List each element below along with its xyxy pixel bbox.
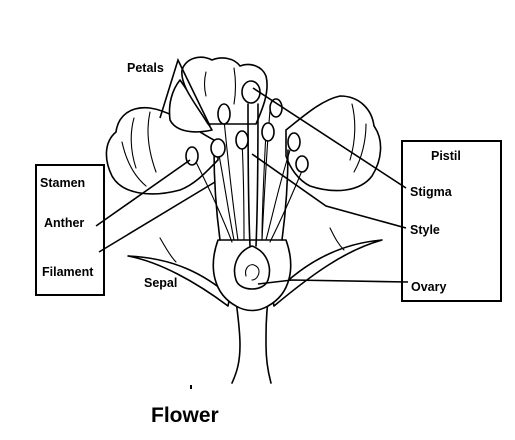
pistil-label-box xyxy=(401,140,502,302)
sepal-right xyxy=(271,227,383,307)
stigma xyxy=(241,80,261,104)
anther-shape xyxy=(287,132,301,152)
sepal-label: Sepal xyxy=(144,276,177,290)
style xyxy=(247,103,259,247)
filament-label: Filament xyxy=(42,265,94,279)
ovary-leader xyxy=(257,279,409,285)
filaments xyxy=(193,109,305,243)
ovary xyxy=(233,245,271,290)
stigma-leader xyxy=(252,87,407,189)
leader-lines xyxy=(95,57,409,285)
sepal-left xyxy=(127,237,231,307)
anther-shape xyxy=(269,98,283,118)
anther-shape xyxy=(217,103,231,125)
anther-shape xyxy=(261,122,275,142)
floral-cavity xyxy=(213,149,289,241)
stray-mark xyxy=(190,385,192,389)
stigma-label: Stigma xyxy=(410,185,453,199)
style-label: Style xyxy=(410,223,440,237)
anthers xyxy=(185,98,309,173)
style-leader xyxy=(251,153,407,229)
anther-shape xyxy=(235,130,249,150)
anther-leader xyxy=(95,159,191,227)
filament-leader xyxy=(98,181,216,253)
petals-leader xyxy=(159,57,211,127)
stamen-label: Stamen xyxy=(40,176,85,190)
diagram-title: Flower xyxy=(151,404,219,427)
anther-label: Anther xyxy=(44,216,84,230)
petal-top xyxy=(181,56,268,125)
anther-shape xyxy=(210,138,226,158)
stem xyxy=(231,299,272,384)
petal-right xyxy=(285,95,382,192)
ovary-label: Ovary xyxy=(411,280,446,294)
petals-label: Petals xyxy=(127,61,164,75)
pistil-label: Pistil xyxy=(431,149,461,163)
anther-shape xyxy=(295,155,309,173)
stamen-label-box xyxy=(35,164,105,296)
